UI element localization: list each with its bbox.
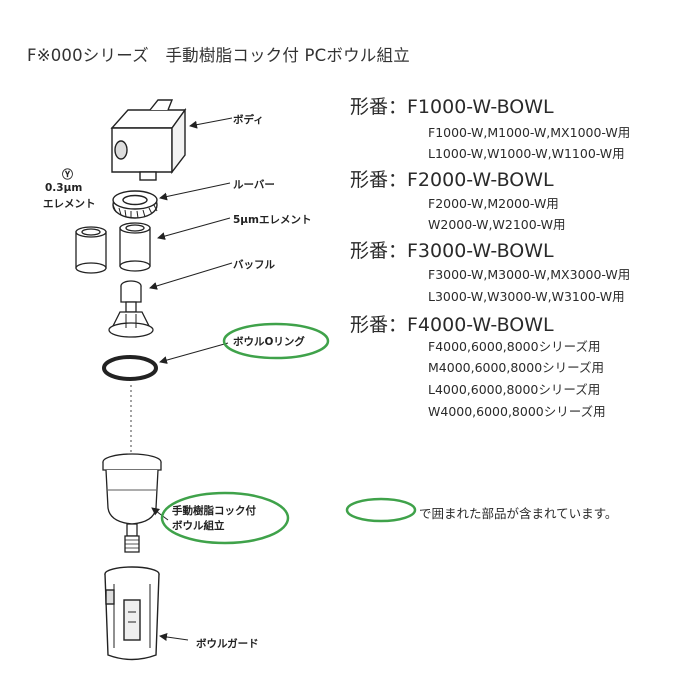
model-use: F4000,6000,8000シリーズ用 bbox=[428, 339, 601, 354]
oring-part bbox=[102, 355, 158, 381]
model-use: M4000,6000,8000シリーズ用 bbox=[428, 360, 605, 375]
label-bowl-guard: ボウルガード bbox=[196, 638, 259, 650]
model-use: W2000-W,W2100-W用 bbox=[428, 217, 566, 232]
model-use: L4000,6000,8000シリーズ用 bbox=[428, 382, 601, 397]
bowl-part bbox=[102, 453, 162, 553]
legend-highlight bbox=[345, 497, 417, 523]
label-element-03-line2: エレメント bbox=[43, 198, 96, 210]
element-5-part bbox=[119, 222, 151, 272]
model-use: L3000-W,W3000-W,W3100-W用 bbox=[428, 289, 625, 304]
bowl-guard-part bbox=[104, 566, 160, 661]
label-body: ボディ bbox=[233, 114, 264, 126]
model-use: F2000-W,M2000-W用 bbox=[428, 196, 559, 211]
oring-highlight bbox=[222, 322, 330, 360]
label-bowl-line1: 手動樹脂コック付 bbox=[172, 505, 256, 517]
model-use: L1000-W,W1000-W,W1100-W用 bbox=[428, 146, 625, 161]
body-part bbox=[110, 99, 187, 181]
legend-note: で囲まれた部品が含まれています。 bbox=[419, 506, 618, 521]
page-title: F※000シリーズ 手動樹脂コック付 PCボウル組立 bbox=[27, 46, 410, 65]
label-oring: ボウルOリング bbox=[233, 336, 305, 348]
model-use: F1000-W,M1000-W,MX1000-W用 bbox=[428, 125, 631, 140]
element-03-part bbox=[75, 226, 107, 274]
model-name: 形番：F4000-W-BOWL bbox=[350, 314, 554, 336]
label-bowl-line2: ボウル組立 bbox=[172, 520, 225, 532]
model-name: 形番：F3000-W-BOWL bbox=[350, 240, 554, 262]
label-y-mark: Ⓨ bbox=[62, 168, 73, 181]
model-name: 形番：F1000-W-BOWL bbox=[350, 96, 554, 118]
bowl-highlight bbox=[160, 491, 290, 545]
model-name: 形番：F2000-W-BOWL bbox=[350, 169, 554, 191]
baffle-part bbox=[108, 280, 154, 338]
label-element-5: 5μmエレメント bbox=[233, 214, 312, 226]
louver-part bbox=[112, 190, 158, 219]
model-use: W4000,6000,8000シリーズ用 bbox=[428, 404, 606, 419]
label-element-03-line1: 0.3μm bbox=[45, 182, 83, 194]
model-use: F3000-W,M3000-W,MX3000-W用 bbox=[428, 267, 631, 282]
label-baffle: バッフル bbox=[233, 259, 275, 271]
label-louver: ルーバー bbox=[233, 179, 275, 191]
